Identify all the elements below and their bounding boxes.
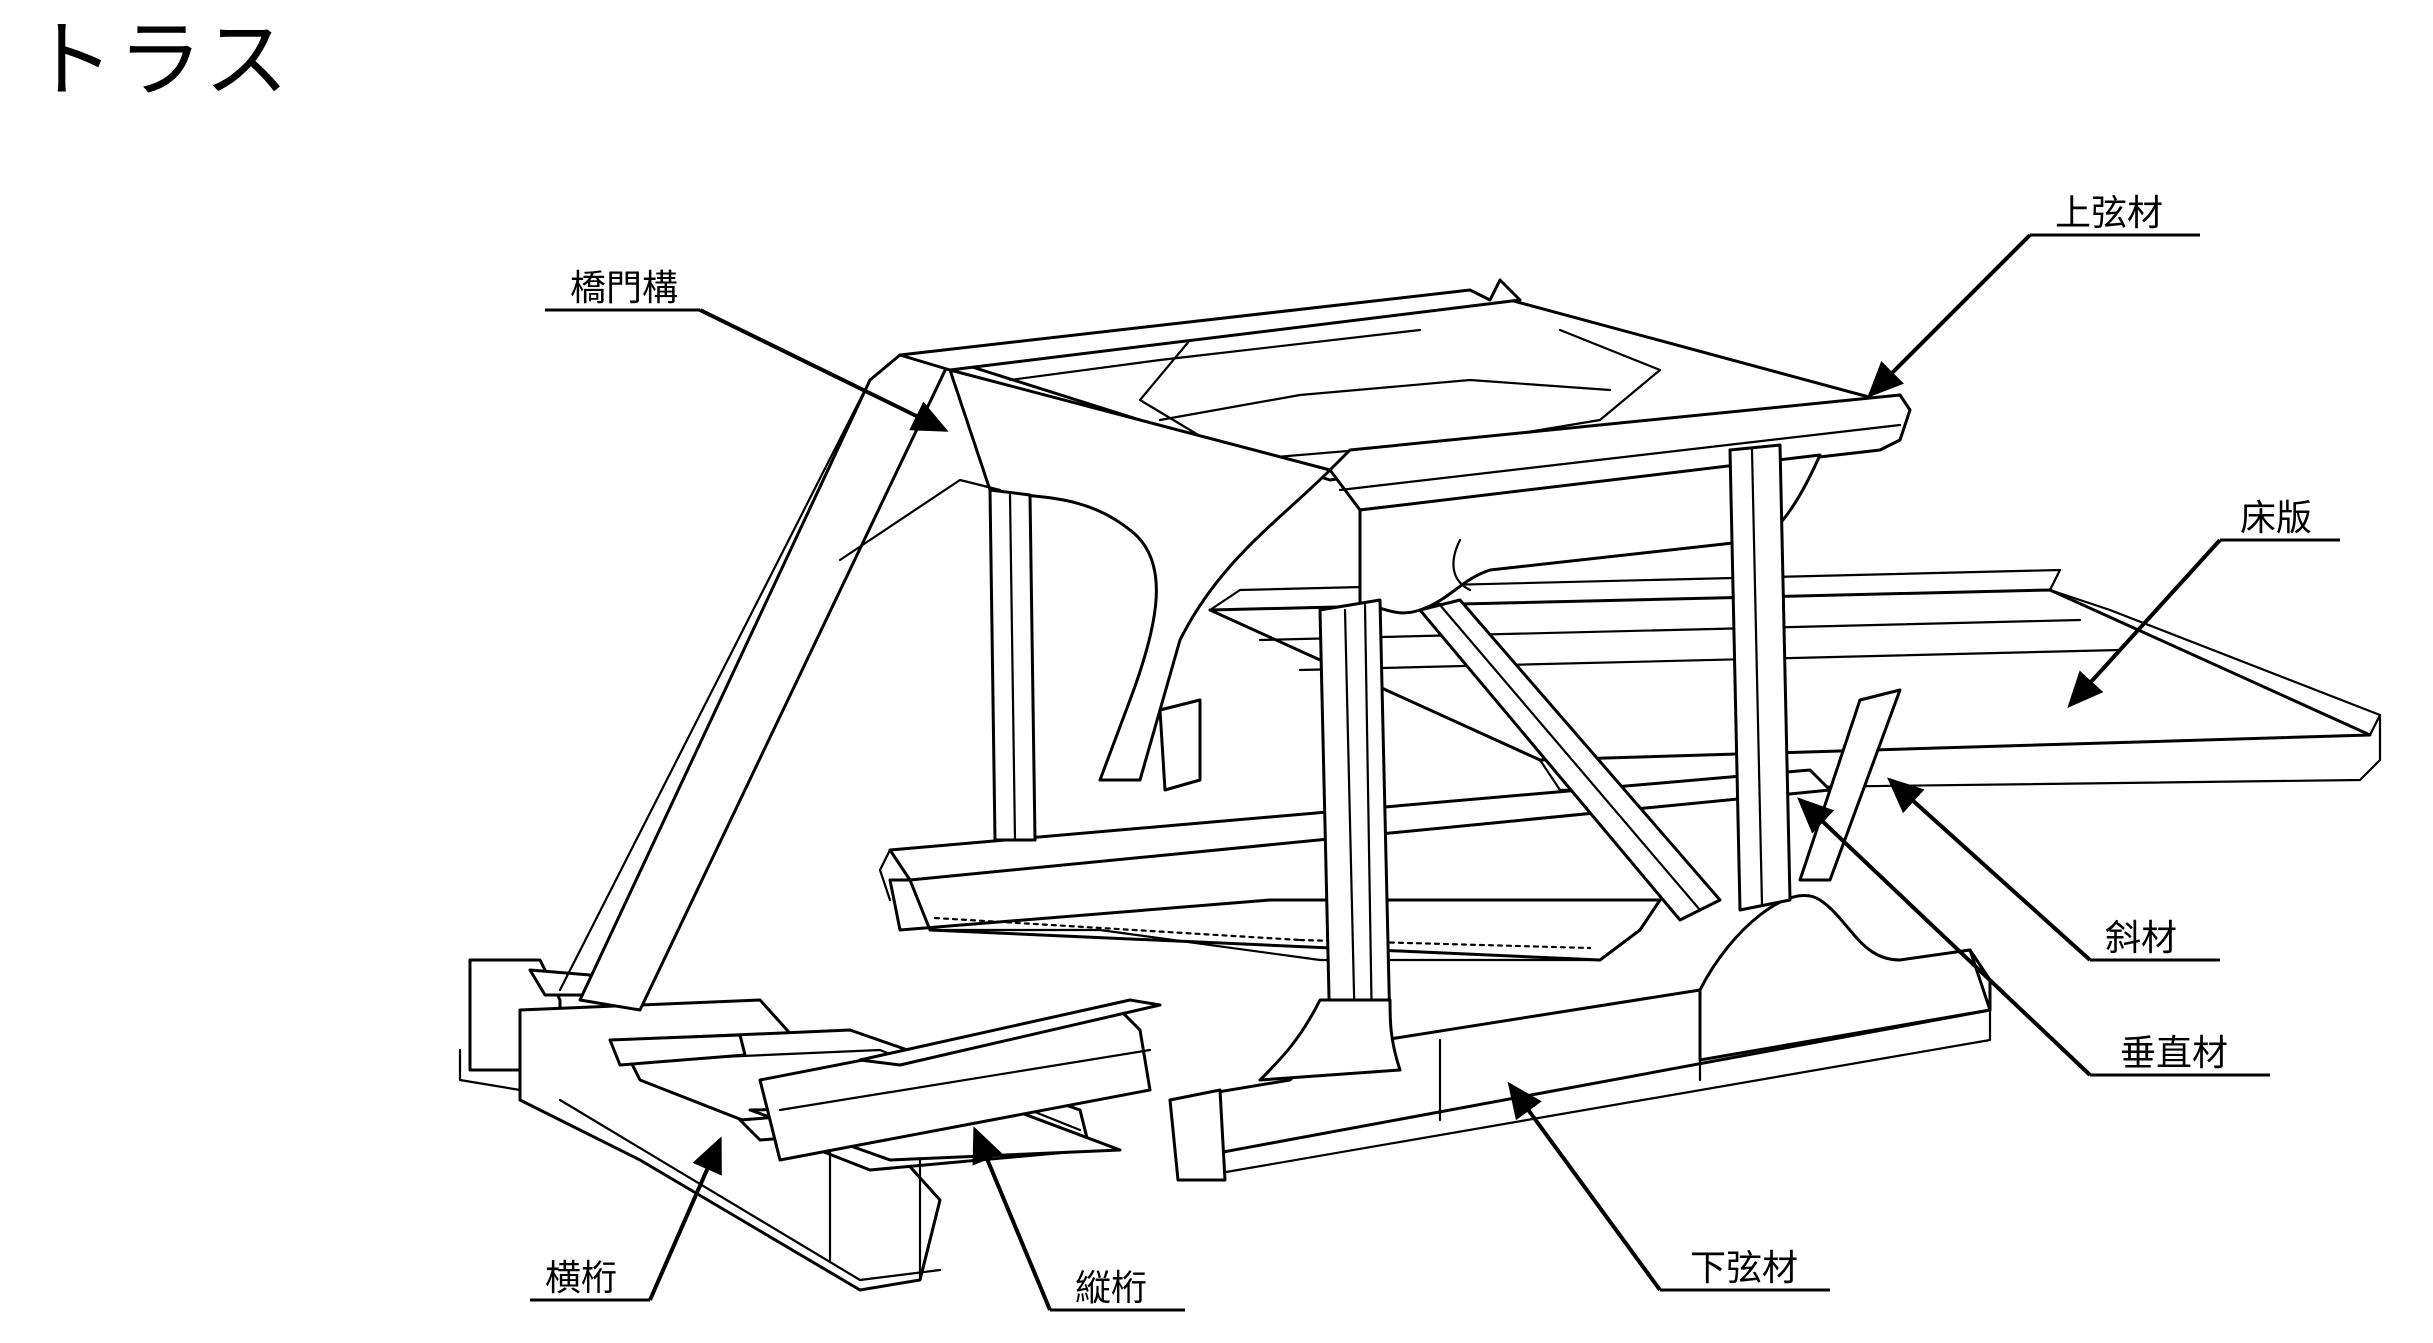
deck-slab-drawing <box>1208 568 2382 792</box>
leader-stringer <box>972 1126 1052 1311</box>
portal-bracing-drawing <box>558 278 1522 1012</box>
labels: 橋門構 上弦材 床版 斜材 垂直材 下弦材 横桁 縦桁 <box>545 193 2312 1309</box>
floor-system-drawing <box>458 958 1162 1292</box>
leader-vertical <box>1797 797 2092 1077</box>
page-title: トラス <box>30 11 293 109</box>
label-cross-beam: 横桁 <box>545 1258 617 1299</box>
leader-upper-chord <box>1867 233 2032 398</box>
label-lower-chord: 下弦材 <box>1690 1248 1798 1289</box>
label-stringer: 縦桁 <box>1075 1268 1147 1309</box>
leader-portal-bracing <box>699 308 949 432</box>
label-diagonal: 斜材 <box>2105 918 2177 959</box>
label-vertical: 垂直材 <box>2120 1033 2228 1074</box>
leader-lower-chord <box>1507 1081 1662 1292</box>
leader-deck-slab <box>2067 538 2222 708</box>
label-upper-chord: 上弦材 <box>2055 193 2163 234</box>
label-portal-bracing: 橋門構 <box>570 268 678 309</box>
leader-lines <box>648 233 2222 1311</box>
lower-chord-drawing <box>1168 894 1992 1182</box>
label-deck-slab: 床版 <box>2240 498 2312 539</box>
leader-cross-beam <box>648 1136 722 1301</box>
leader-diagonal <box>1887 777 2092 962</box>
label-underlines <box>530 233 2340 1312</box>
right-truss-drawing <box>1258 393 1912 1082</box>
